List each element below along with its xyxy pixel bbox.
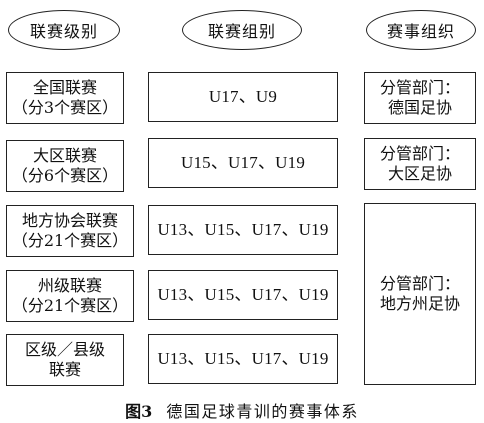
org-box-local-state-fa: 分管部门： 地方州足协 (364, 203, 476, 385)
figure-caption: 图3 德国足球青训的赛事体系 (0, 398, 484, 422)
org-box-german-fa: 分管部门： 德国足协 (364, 72, 476, 124)
age-groups: U17、U9 (208, 87, 278, 107)
age-groups: U13、U15、U17、U19 (157, 285, 329, 305)
age-groups: U15、U17、U19 (180, 153, 306, 173)
group-box-state: U13、U15、U17、U19 (148, 270, 338, 320)
level-subtitle: （分21个赛区） (11, 296, 129, 315)
level-name: 全国联赛 (32, 77, 97, 97)
group-box-regional: U15、U17、U19 (148, 138, 338, 188)
header-league-level: 联赛级别 (8, 10, 120, 50)
level-box-regional: 大区联赛 （分6个赛区） (6, 140, 124, 192)
age-groups: U13、U15、U17、U19 (157, 220, 329, 240)
org-label: 分管部门： (379, 77, 460, 97)
org-name: 地方州足协 (379, 294, 460, 313)
org-label: 分管部门： (379, 273, 460, 293)
age-groups: U13、U15、U17、U19 (157, 349, 329, 369)
level-box-national: 全国联赛 （分3个赛区） (6, 72, 124, 124)
level-subtitle: （分3个赛区） (11, 98, 119, 117)
group-box-national: U17、U9 (148, 72, 338, 122)
level-box-district-county: 区级／县级 联赛 (6, 334, 124, 386)
level-subtitle: （分21个赛区） (11, 231, 129, 250)
level-box-local-association: 地方协会联赛 （分21个赛区） (6, 205, 134, 257)
level-name: 州级联赛 (37, 275, 102, 295)
figure-title: 德国足球青训的赛事体系 (166, 402, 359, 421)
org-name: 大区足协 (387, 164, 452, 183)
header-league-group: 联赛组别 (182, 10, 302, 50)
header-competition-org: 赛事组织 (366, 10, 476, 50)
figure-number: 图3 (125, 402, 153, 421)
level-subtitle: （分6个赛区） (11, 166, 119, 185)
level-name: 地方协会联赛 (21, 210, 118, 230)
level-subtitle: 联赛 (48, 360, 81, 379)
org-label: 分管部门： (379, 143, 460, 163)
group-box-local-association: U13、U15、U17、U19 (148, 205, 338, 255)
level-name: 大区联赛 (32, 145, 97, 165)
org-name: 德国足协 (387, 98, 452, 117)
level-box-state: 州级联赛 （分21个赛区） (6, 270, 134, 322)
org-box-regional-fa: 分管部门： 大区足协 (364, 138, 476, 190)
group-box-district-county: U13、U15、U17、U19 (148, 334, 338, 384)
level-name: 区级／县级 (24, 339, 105, 359)
